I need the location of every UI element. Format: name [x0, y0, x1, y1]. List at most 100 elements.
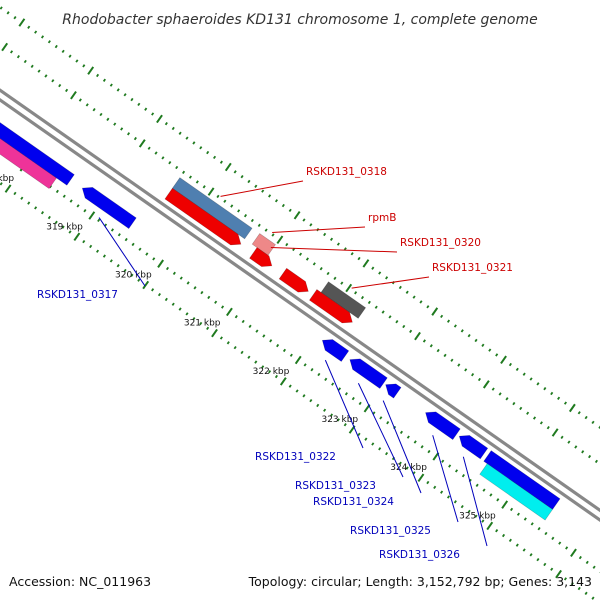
minor-tick — [501, 533, 506, 538]
minor-tick — [40, 35, 45, 39]
gene-rskd131_0326[interactable] — [458, 435, 489, 460]
minor-tick — [171, 126, 175, 131]
gene-rskd131_0323[interactable] — [349, 358, 388, 389]
gene-label-rskd131_0324[interactable]: RSKD131_0324 — [313, 496, 394, 508]
gene-blue-left[interactable] — [0, 61, 75, 186]
gene-red-mid[interactable] — [278, 267, 309, 293]
major-tick — [501, 500, 509, 509]
major-tick — [138, 139, 146, 148]
minor-tick — [123, 268, 127, 273]
minor-tick — [309, 223, 313, 227]
gene-rskd131_0325[interactable] — [425, 411, 461, 440]
minor-tick — [254, 184, 258, 188]
gene-label-rskd131_0322[interactable]: RSKD131_0322 — [255, 451, 336, 463]
minor-tick — [413, 440, 417, 444]
gene-label-rskd131_0323[interactable]: RSKD131_0323 — [295, 480, 376, 492]
gene-label-rskd131_0321[interactable]: RSKD131_0321 — [432, 262, 513, 274]
gene-label-rskd131_0325[interactable]: RSKD131_0325 — [350, 525, 431, 537]
gene-label-rskd131_0317[interactable]: RSKD131_0317 — [37, 289, 118, 301]
minor-tick — [357, 432, 361, 437]
minor-tick — [89, 244, 93, 249]
minor-tick — [157, 292, 162, 297]
minor-tick — [388, 315, 392, 319]
gene-label-rskd131_0320[interactable]: RSKD131_0320 — [400, 237, 481, 249]
major-tick — [207, 187, 215, 196]
minor-tick — [138, 247, 142, 251]
minor-tick — [113, 122, 117, 126]
minor-tick — [364, 437, 368, 441]
major-tick — [345, 283, 353, 293]
major-tick — [156, 114, 163, 124]
minor-tick — [247, 355, 251, 359]
minor-tick — [585, 560, 589, 565]
minor-tick — [557, 396, 561, 400]
tick-label: 322 kbp — [253, 367, 290, 377]
minor-tick — [323, 232, 327, 237]
minor-tick — [427, 449, 431, 454]
minor-tick — [530, 522, 534, 526]
minor-tick — [62, 194, 66, 198]
minor-tick — [529, 553, 533, 557]
backbone-line-reverse — [0, 97, 600, 523]
gene-rskd131_0320[interactable] — [249, 247, 273, 267]
gene-pink-left[interactable] — [0, 72, 57, 190]
minor-tick — [412, 295, 416, 299]
minor-tick — [20, 196, 24, 200]
minor-tick — [207, 295, 211, 300]
minor-tick — [102, 78, 106, 82]
minor-tick — [488, 348, 492, 352]
minor-tick — [233, 170, 237, 174]
minor-tick — [130, 97, 134, 102]
minor-tick — [371, 442, 375, 446]
gene-label-rskd131_0326[interactable]: RSKD131_0326 — [379, 549, 460, 561]
minor-tick — [16, 55, 20, 59]
minor-tick — [254, 360, 258, 364]
major-tick — [276, 235, 284, 245]
minor-tick — [461, 474, 465, 478]
minor-tick — [584, 591, 588, 596]
minor-tick — [299, 252, 303, 256]
minor-tick — [75, 59, 79, 63]
minor-tick — [558, 541, 562, 545]
minor-tick — [594, 459, 598, 464]
minor-tick — [137, 278, 141, 282]
minor-tick — [302, 218, 306, 222]
minor-tick — [406, 435, 410, 439]
gene-red-long[interactable] — [164, 187, 242, 246]
minor-tick — [588, 454, 592, 459]
minor-tick — [193, 286, 197, 290]
gene-label-rskd131_0318[interactable]: RSKD131_0318 — [306, 166, 387, 178]
minor-tick — [161, 156, 165, 160]
gene-red-right[interactable] — [309, 289, 353, 324]
major-tick — [362, 259, 370, 268]
gene-rskd131_0321[interactable] — [320, 281, 367, 319]
minor-tick — [331, 382, 335, 386]
minor-tick — [78, 98, 82, 102]
minor-tick — [151, 112, 155, 116]
major-tick — [88, 211, 96, 220]
tick-row — [0, 182, 595, 600]
minor-tick — [340, 281, 344, 285]
major-tick — [417, 473, 425, 482]
minor-tick — [178, 131, 182, 135]
major-tick — [293, 210, 301, 220]
gene-rskd131_0322[interactable] — [321, 339, 350, 362]
major-tick — [279, 377, 287, 386]
tick-label: 325 kbp — [459, 511, 496, 521]
gene-label-rpmb[interactable]: rpmB — [368, 212, 396, 224]
minor-tick — [82, 64, 86, 68]
minor-tick — [248, 324, 252, 328]
minor-tick — [429, 344, 433, 348]
minor-tick — [402, 324, 406, 329]
minor-tick — [116, 88, 120, 92]
minor-tick — [471, 373, 475, 377]
gene-rskd131_0317[interactable] — [81, 187, 137, 229]
minor-tick — [199, 146, 203, 150]
gene-cyan-right[interactable] — [479, 463, 553, 521]
gene-rskd131_0318[interactable] — [171, 177, 253, 240]
gene-rskd131_0324[interactable] — [385, 383, 402, 399]
minor-tick — [185, 312, 189, 316]
minor-tick — [268, 194, 272, 198]
minor-tick — [399, 430, 403, 434]
minor-tick — [360, 295, 365, 300]
